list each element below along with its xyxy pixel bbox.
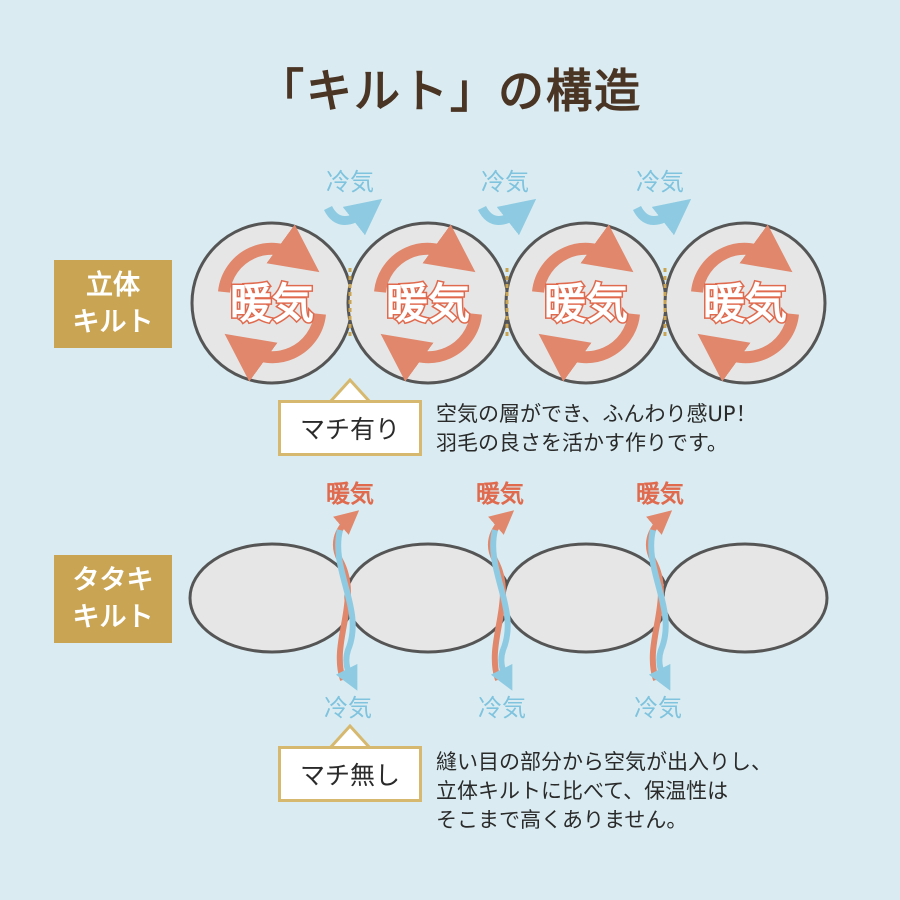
warm-air-label: 暖気 — [544, 279, 628, 328]
warm-air-label: 暖気 — [326, 480, 374, 508]
cold-air-label: 冷気 — [326, 168, 374, 196]
callout-pointer — [328, 723, 372, 750]
curved-arrow-icon — [323, 198, 692, 236]
warm-air-label: 暖気 — [476, 480, 524, 508]
quilt-cell-flat-4 — [661, 542, 829, 654]
cold-air-label: 冷気 — [478, 694, 526, 722]
warm-air-label: 暖気 — [636, 480, 684, 508]
page-title: 「キルト」の構造 — [258, 64, 642, 118]
quilt-cell-flat-3 — [502, 542, 670, 654]
cold-air-label: 冷気 — [634, 694, 682, 722]
cold-air-label: 冷気 — [324, 694, 372, 722]
wavy-arrow-icon — [332, 510, 673, 691]
circular-arrows-icon — [218, 224, 799, 382]
callout-pointer — [328, 377, 372, 404]
warm-air-label: 暖気 — [703, 279, 787, 328]
callout-machi-nashi: マチ無し — [278, 746, 422, 802]
warm-air-label: 暖気 — [230, 279, 314, 328]
description-tataki: 縫い目の部分から空気が出入りし、 立体キルトに比べて、保温性は そこまで高くあり… — [436, 750, 772, 832]
quilt-cell-flat-2 — [344, 542, 512, 654]
tataki-ellipses — [188, 542, 829, 654]
label-rittai-quilt: 立体 キルト — [54, 260, 172, 348]
cold-air-label: 冷気 — [481, 168, 529, 196]
callout-machi-ari: マチ有り — [278, 400, 422, 456]
label-tataki-quilt: タタキ キルト — [54, 555, 172, 643]
cold-air-label: 冷気 — [636, 168, 684, 196]
description-rittai: 空気の層ができ、ふんわり感UP！ 羽毛の良さを活かす作りです。 — [436, 402, 757, 455]
quilt-cell-flat-1 — [188, 542, 356, 654]
warm-air-label: 暖気 — [386, 279, 470, 328]
